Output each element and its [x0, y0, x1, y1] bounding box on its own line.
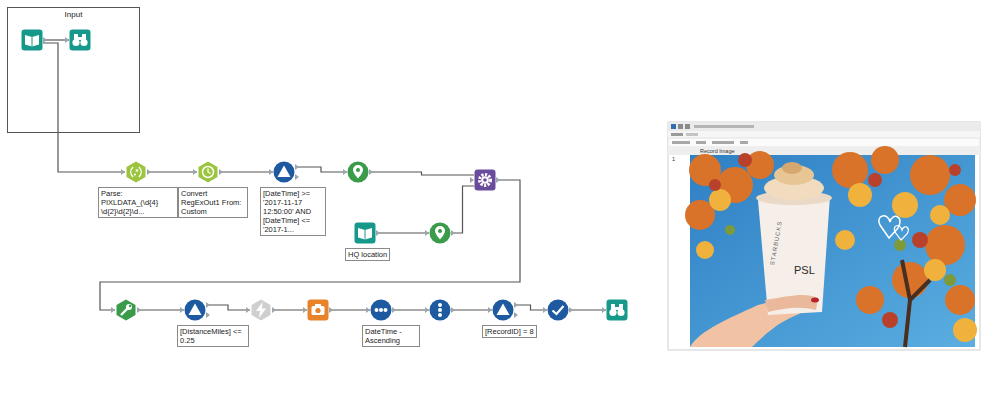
tool-connection	[272, 309, 307, 310]
tool-annotation: Convert RegExOut1 From: Custom	[178, 187, 248, 218]
alteryx-tool	[307, 299, 329, 321]
alteryx-tool	[606, 299, 628, 321]
tab	[671, 133, 683, 136]
header-icon	[671, 124, 676, 129]
tool-annotation: [DistanceMiles] <= 0.25	[177, 325, 249, 347]
tool-connection	[295, 167, 347, 172]
alteryx-tool: Convert RegExOut1 From: Custom	[197, 161, 219, 183]
alteryx-tool: [DateTime] >= '2017-11-17 12:50:00' AND …	[273, 161, 295, 183]
grid-label: 1	[672, 156, 675, 162]
alteryx-tool	[429, 299, 451, 321]
tool-connection	[569, 309, 606, 310]
tool-icon	[197, 161, 219, 183]
tool-icon	[606, 299, 628, 321]
tool-icon	[69, 29, 91, 51]
tool-connection	[392, 309, 429, 310]
tool-connection	[206, 305, 250, 310]
tool-icon	[429, 299, 451, 321]
tool-annotation: HQ location	[345, 248, 390, 261]
grid-label: Record Image	[700, 148, 735, 154]
tool-icon	[273, 161, 295, 183]
tool-icon	[347, 161, 369, 183]
tool-icon	[115, 299, 137, 321]
tab-row	[668, 131, 980, 138]
alteryx-tool: HQ location	[354, 222, 376, 244]
window-frame	[668, 122, 980, 350]
tool-icon	[547, 299, 569, 321]
tool-icon	[429, 222, 451, 244]
tool-connection	[451, 186, 474, 233]
tool-icon	[21, 29, 43, 51]
alteryx-tool	[250, 299, 272, 321]
tool-icon	[474, 169, 496, 191]
alteryx-tool	[429, 222, 451, 244]
toolbar-control	[740, 141, 748, 144]
alteryx-tool: Parse: PIXLDATA_(\d{4} \d{2}\d{2}\d...	[125, 161, 147, 183]
toolbar-control	[712, 141, 734, 144]
tool-connection	[43, 43, 125, 172]
alteryx-tool: [DistanceMiles] <= 0.25	[184, 299, 206, 321]
column-header	[668, 147, 980, 155]
tool-annotation: [RecordID] = 8	[482, 325, 537, 338]
header-bar	[694, 125, 754, 128]
tool-container: Input	[7, 7, 140, 133]
photo-text: STARBUCKS	[769, 220, 783, 266]
tool-annotation: Parse: PIXLDATA_(\d{4} \d{2}\d{2}\d...	[98, 187, 178, 218]
photo-text: PSL	[794, 264, 815, 276]
toolbar	[668, 138, 980, 147]
tool-icon	[125, 161, 147, 183]
tool-connection	[514, 305, 547, 310]
alteryx-tool	[347, 161, 369, 183]
header-icon	[685, 124, 690, 129]
photo	[685, 146, 977, 347]
tool-icon	[492, 299, 514, 321]
alteryx-tool	[69, 29, 91, 51]
tool-icon	[370, 299, 392, 321]
window-header	[668, 122, 980, 131]
alteryx-tool: DateTime - Ascending	[370, 299, 392, 321]
tool-connection	[369, 172, 474, 175]
alteryx-tool: [RecordID] = 8	[492, 299, 514, 321]
tool-annotation: [DateTime] >= '2017-11-17 12:50:00' AND …	[260, 187, 326, 236]
alteryx-tool	[547, 299, 569, 321]
tool-connection	[376, 232, 429, 233]
tool-connection	[329, 309, 370, 310]
alteryx-tool	[115, 299, 137, 321]
header-icon	[678, 124, 683, 129]
tool-icon	[354, 222, 376, 244]
container-title: Input	[8, 10, 139, 19]
tool-connection	[219, 171, 273, 172]
tool-icon	[250, 299, 272, 321]
alteryx-tool	[21, 29, 43, 51]
tab	[686, 133, 698, 136]
tool-icon	[184, 299, 206, 321]
toolbar-control	[696, 141, 706, 144]
tool-annotation: DateTime - Ascending	[362, 325, 420, 347]
tool-icon	[307, 299, 329, 321]
tool-connection	[137, 309, 184, 310]
tool-connection	[451, 309, 492, 310]
alteryx-tool	[474, 169, 496, 191]
toolbar-control	[672, 141, 690, 144]
tool-connection	[147, 171, 197, 172]
